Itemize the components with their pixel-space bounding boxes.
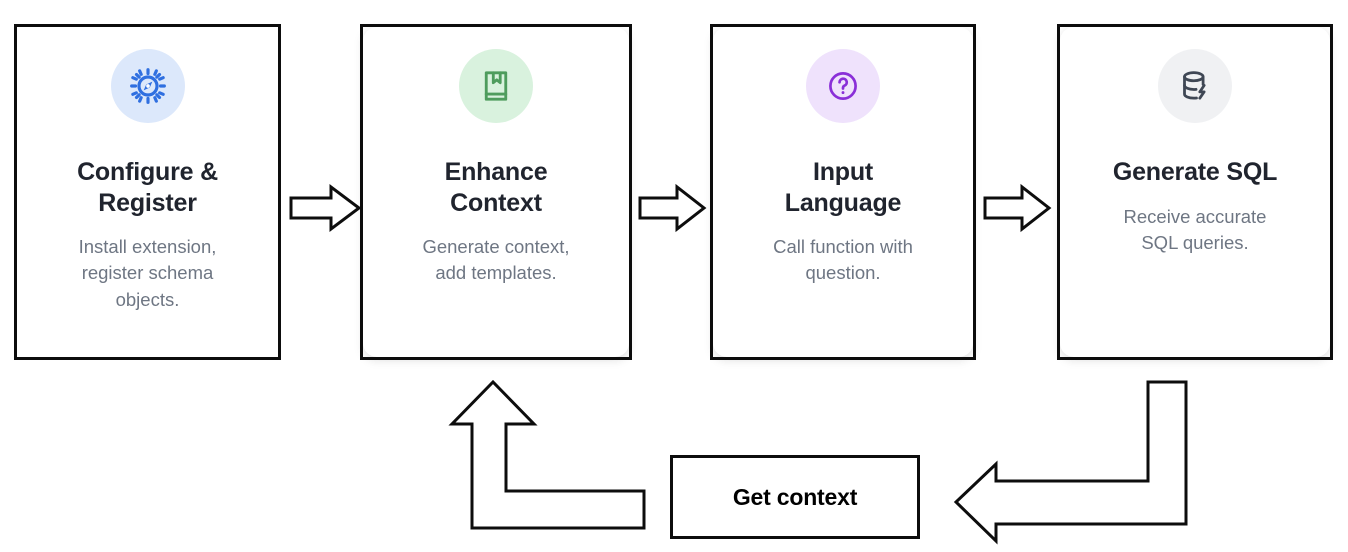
step-icon-background [110, 49, 185, 123]
step-card-input-language[interactable]: Input Language Call function with questi… [710, 24, 976, 360]
question-circle-icon [825, 68, 861, 104]
step-card-body: Input Language Call function with questi… [713, 27, 973, 357]
arrow-step2-step3 [638, 183, 707, 233]
database-bolt-icon [1177, 68, 1213, 104]
step-icon-background [459, 49, 533, 123]
get-context-label: Get context [732, 483, 858, 510]
book-bookmark-icon [478, 68, 514, 104]
step-card-description: Install extension, register schema objec… [78, 236, 217, 310]
step-card-body: Generate SQL Receive accurate SQL querie… [1060, 27, 1330, 357]
arrow-feedback-left [918, 376, 1198, 546]
get-context-box[interactable]: Get context [670, 455, 920, 539]
step-card-description: Receive accurate SQL queries. [1123, 205, 1267, 253]
gear-compass-icon [128, 66, 168, 106]
step-card-title: Configure & Register [77, 158, 218, 217]
step-icon-background [1158, 49, 1232, 123]
step-card-generate-sql[interactable]: Generate SQL Receive accurate SQL querie… [1057, 24, 1333, 360]
step-card-description: Generate context, add templates. [422, 236, 570, 284]
step-icon-background [806, 49, 880, 123]
step-card-configure-register[interactable]: Configure & Register Install extension, … [14, 24, 281, 360]
step-card-body: Configure & Register Install extension, … [17, 27, 278, 357]
arrow-feedback-up [444, 376, 664, 541]
step-card-title: Input Language [784, 158, 902, 217]
step-card-description: Call function with question. [773, 236, 913, 284]
arrow-step1-step2 [289, 184, 362, 232]
step-card-enhance-context[interactable]: Enhance Context Generate context, add te… [360, 24, 632, 360]
step-card-body: Enhance Context Generate context, add te… [363, 27, 629, 357]
step-card-title: Enhance Context [444, 158, 548, 217]
step-card-title: Generate SQL [1112, 158, 1278, 186]
arrow-step3-step4 [983, 183, 1052, 233]
